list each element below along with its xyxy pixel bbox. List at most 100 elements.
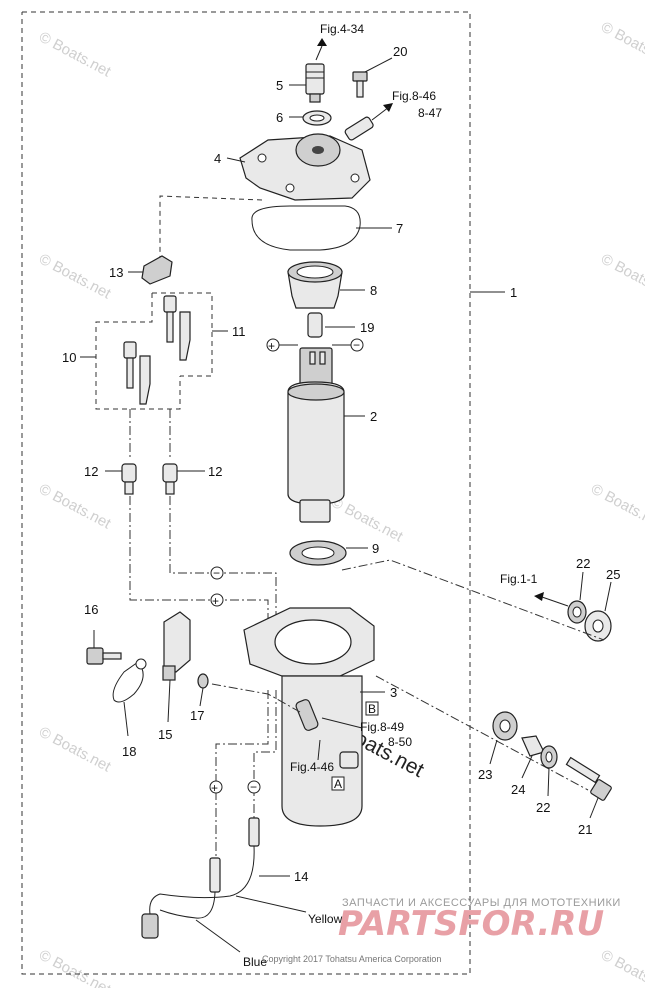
leader-21 [589,797,599,819]
callout-2: 2 [370,409,377,424]
ref-fig-8-46: Fig.8-46 [392,89,436,103]
callout-18: 18 [122,744,136,759]
part-20-bolt [352,71,368,98]
plus-label-low: + [211,781,218,795]
watermark-9: © Boats.net [36,947,114,988]
part-3-pump-housing [243,607,375,827]
part-7-gasket [251,205,361,251]
ref-box-a-label: A [334,777,342,791]
ref-fig-1-1: Fig.1-1 [500,572,538,586]
callout-23: 23 [478,767,492,782]
callout-16: 16 [84,602,98,617]
part-23-grommet [492,711,518,741]
part-14-wire-harness [141,817,260,939]
minus-marker-mid [210,566,224,580]
watermark-3: © Boats.net [36,251,114,303]
callout-5: 5 [276,78,283,93]
leader-yellow [235,895,307,913]
plus-marker-mid [210,593,224,607]
wire-route-plus-low [215,690,269,860]
group-11-box [152,292,213,377]
ref-fig-4-34: Fig.4-34 [320,22,364,36]
wire-blue-label: Blue [243,955,267,969]
callout-14: 14 [294,869,308,884]
leader-24 [521,755,533,779]
plus-marker-low [209,780,223,794]
ref-fig-8-49: Fig.8-49 [360,720,404,734]
callout-10: 10 [62,350,76,365]
partsfor-logo: PARTSFOR.RU [338,904,604,944]
wire-route-minus [169,496,277,640]
callout-12b: 12 [208,464,222,479]
part-4-pump-cover [239,116,374,201]
callout-11: 11 [232,324,246,339]
part-24-collar [521,735,545,757]
callout-21: 21 [578,822,592,837]
watermark-1: © Boats.net [36,29,114,81]
leader-25 [604,581,612,612]
arrow-up-icon [317,38,327,46]
assembly-boundary [21,11,471,975]
watermark-2: © Boats.net [598,19,645,71]
part-19-insulator [307,312,323,338]
watermark-6: © Boats.net [328,494,406,546]
leader-15 [167,679,171,723]
part-11-terminal [163,295,191,361]
watermark-5: © Boats.net [36,481,114,533]
minus-label-mid: − [213,566,220,580]
callout-24: 24 [511,782,525,797]
group-10-box [95,293,181,410]
leader-18 [123,701,129,737]
watermark-7: © Boats.net [588,481,645,533]
minus-marker-low [247,780,261,794]
part-21-bolt [565,756,612,801]
part-17-washer [197,673,209,689]
mount-line-upper [341,559,605,641]
watermark-10: © Boats.net [598,947,645,988]
wire-route-plus [129,496,269,640]
part-25-grommet [584,610,612,642]
leader-22b [547,767,550,797]
part-5-fitting [305,63,325,103]
ref-box-b-label: B [368,702,376,716]
ref-fig-4-46: Fig.4-46 [290,760,334,774]
watermark-8: © Boats.net [36,724,114,776]
ref-8-47: 8-47 [418,106,442,120]
leader-4 [226,157,246,163]
ref-box-b [365,701,379,716]
minus-label-low: − [250,780,257,794]
copyright-text: Copyright 2017 Tohatsu America Corporati… [262,954,441,964]
part-18-band [112,661,144,703]
callout-9: 9 [372,541,379,556]
minus-label: − [353,338,360,352]
part-12-connector-right [162,463,178,495]
part-13-cap [141,255,173,285]
part-12-connector-left [121,463,137,495]
callout-22b: 22 [536,800,550,815]
callout-17: 17 [190,708,204,723]
leader-17 [199,687,204,707]
plus-label: + [268,339,275,353]
callout-1: 1 [510,285,517,300]
wire-yellow-label: Yellow [308,912,343,926]
leader-blue [195,919,241,953]
part-9-cushion [289,540,347,566]
partsfor-tagline: ЗАПЧАСТИ И АКСЕССУАРЫ ДЛЯ МОТОТЕХНИКИ [342,897,621,909]
callout-22a: 22 [576,556,590,571]
callout-20: 20 [393,44,407,59]
leader-22a [579,571,584,601]
callout-4: 4 [214,151,221,166]
ref-8-50: 8-50 [388,735,412,749]
part-10-terminal [123,341,151,405]
wire-route-minus-low [253,690,277,818]
arrow-left-icon [534,592,544,601]
plus-label-mid: + [212,594,219,608]
wire-route-cover [159,195,263,258]
callout-8: 8 [370,283,377,298]
ref-box-a [331,776,345,791]
callout-15: 15 [158,727,172,742]
leader-20 [364,57,393,73]
callout-25: 25 [606,567,620,582]
callout-13: 13 [109,265,123,280]
